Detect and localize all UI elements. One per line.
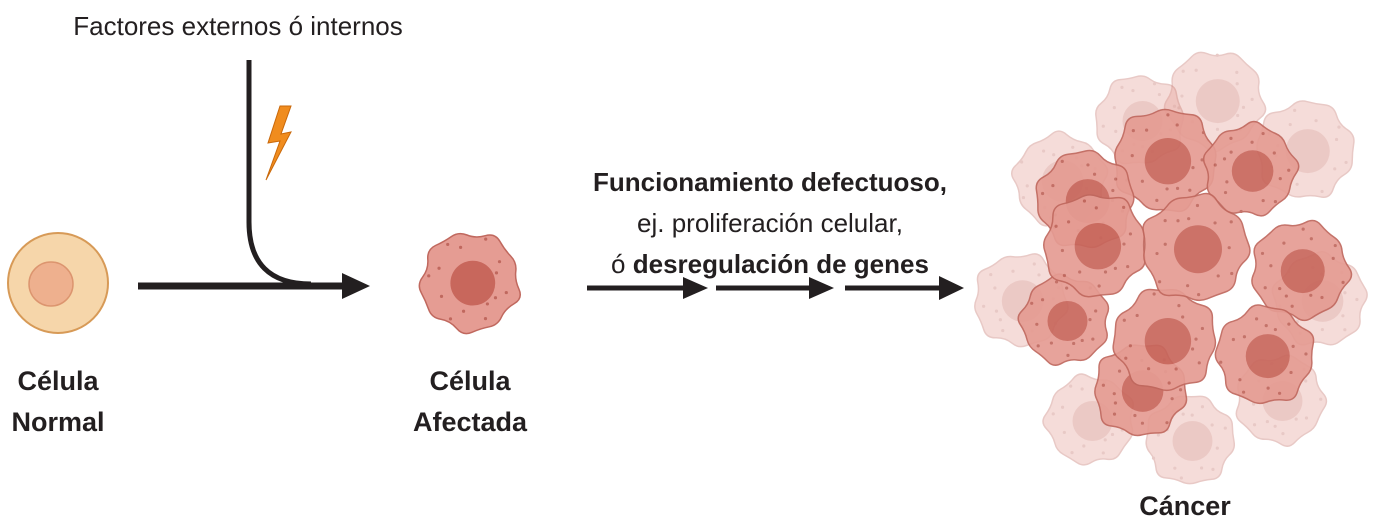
tumor-cell-back-5 (1145, 395, 1236, 485)
normal-cell-icon (7, 232, 109, 334)
affected-cell-body (418, 232, 521, 335)
cancer-label: Cáncer (1139, 491, 1231, 521)
process-label-line1: Funcionamiento defectuoso, (593, 167, 947, 197)
lightning-icon (265, 105, 292, 181)
tumor-cell-2 (1202, 120, 1300, 217)
affected-cell-icon (418, 232, 521, 335)
progression-arrow-3 (845, 276, 964, 300)
progression-arrow-1 (587, 277, 708, 299)
factor-input-line (246, 60, 312, 287)
normal-cell-label: Célula Normal (0, 361, 116, 443)
tumor-cell-10 (1142, 192, 1251, 302)
tumor-cell-4 (1251, 219, 1353, 322)
process-label-line2: ej. proliferación celular, (637, 208, 903, 238)
tumor-cell-1 (1114, 108, 1217, 213)
normal-cell-label-line2: Normal (11, 407, 105, 437)
process-description: Funcionamiento defectuoso, ej. prolifera… (540, 162, 1000, 285)
process-label-line3-bold: desregulación de genes (632, 249, 929, 279)
tumor-cell-9 (1043, 194, 1146, 298)
progression-arrow-2 (716, 277, 834, 299)
process-label-line3-prefix: ó (611, 249, 633, 279)
affected-cell-label: Célula Afectada (400, 361, 540, 443)
normal-cell-label-line1: Célula (17, 366, 99, 396)
tumor-cluster-icon (974, 51, 1368, 485)
external-factors-label: Factores externos ó internos (73, 11, 403, 41)
affected-cell-label-line1: Célula (429, 366, 511, 396)
affected-cell-label-line2: Afectada (412, 407, 528, 437)
process-label-line3: ó desregulación de genes (540, 244, 1000, 285)
tumor-cell-5 (1214, 304, 1315, 405)
transformation-arrow (138, 273, 370, 299)
